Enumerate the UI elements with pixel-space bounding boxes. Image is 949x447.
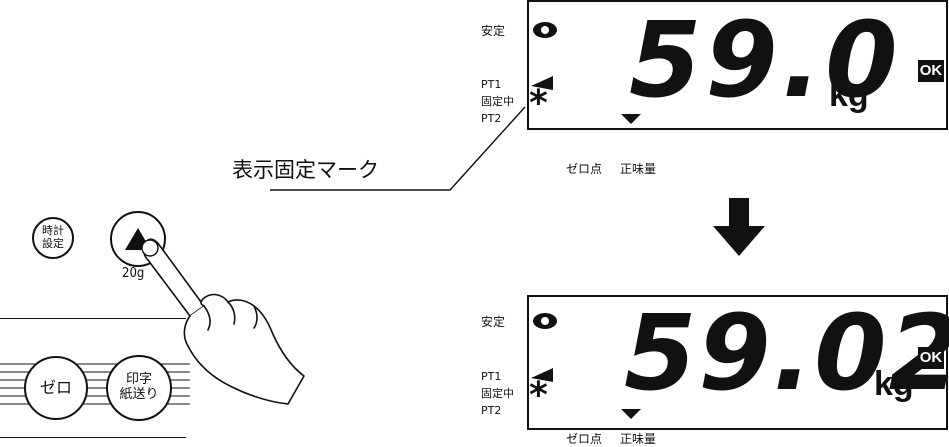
print-feed-label: 印字 紙送り (119, 372, 159, 402)
stable-indicator-label: 安定 (481, 315, 506, 329)
ok-indicator: OK (918, 347, 944, 369)
zero-point-label: ゼロ点 (566, 162, 603, 176)
pt2-label: PT2 (481, 404, 502, 417)
down-arrow-icon (713, 198, 765, 256)
weight-reading: 59.02 (624, 292, 949, 414)
net-weight-label: 正味量 (620, 162, 657, 176)
stable-indicator-icon (533, 313, 557, 329)
pt1-label: PT1 (481, 78, 502, 91)
stable-indicator-label: 安定 (481, 24, 506, 38)
net-weight-label: 正味量 (620, 432, 657, 446)
fixed-label: 固定中 (481, 387, 514, 400)
pt1-label: PT1 (481, 370, 502, 383)
zero-button[interactable]: ゼロ (24, 356, 88, 420)
lcd-display-before: 安定 PT1 固定中 PT2 * 59.0 kg OK (481, 0, 948, 130)
callout-label: 表示固定マーク (232, 158, 379, 182)
pt1-pointer-icon (531, 76, 553, 90)
panel-edge-line (0, 318, 186, 319)
pt1-pointer-icon (531, 368, 553, 382)
ok-indicator: OK (918, 60, 944, 82)
fixed-label: 固定中 (481, 95, 514, 108)
lcd-display-after: 安定 PT1 固定中 PT2 * 59.02 kg OK (481, 292, 949, 430)
callout-leader-line (270, 106, 526, 191)
pointing-hand-icon (141, 238, 305, 405)
stable-indicator-icon (533, 22, 557, 38)
zero-button-label: ゼロ (39, 377, 72, 397)
fixed-mark-icon: * (529, 83, 548, 124)
print-feed-button[interactable]: 印字 紙送り (106, 355, 172, 421)
clock-set-button[interactable]: 時計 設定 (32, 217, 74, 259)
pt2-label: PT2 (481, 112, 502, 125)
fixed-mark-icon: * (529, 375, 548, 416)
clock-set-label: 時計 設定 (42, 224, 64, 250)
unit-label: kg (829, 76, 869, 114)
zero-point-label: ゼロ点 (566, 432, 603, 446)
up-button-caption: 20g (122, 266, 145, 281)
unit-label: kg (874, 365, 914, 403)
zero-pointer-icon (621, 114, 641, 124)
panel-edge-line (0, 437, 186, 438)
weight-reading: 59.0 (629, 0, 902, 121)
zero-pointer-icon (621, 409, 641, 419)
